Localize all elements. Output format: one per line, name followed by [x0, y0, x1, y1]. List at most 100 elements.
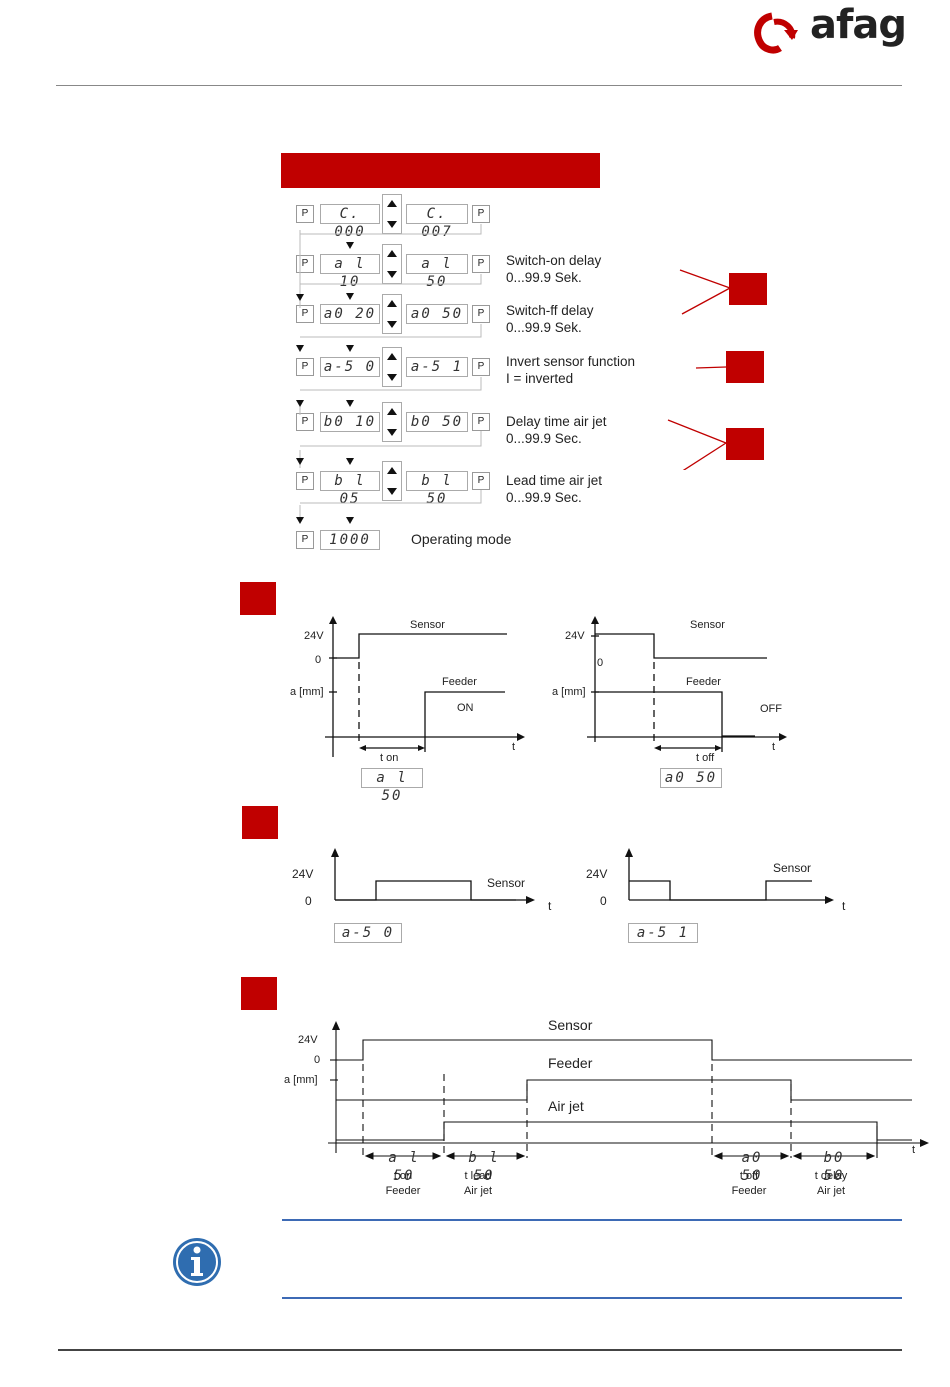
up-arrow-icon[interactable]: [387, 408, 397, 415]
t-axis-label: t: [772, 741, 776, 753]
t-axis-label: t: [912, 1144, 916, 1156]
display-left: C. 000: [320, 204, 380, 240]
info-top-line: [282, 1219, 902, 1221]
y-label-a: a [mm]: [552, 686, 586, 698]
y-label-a: a [mm]: [284, 1074, 318, 1086]
t-on-label: t on: [380, 752, 399, 764]
callout-box-2: [726, 351, 764, 383]
display-right: a-5 1: [406, 357, 468, 377]
p-key[interactable]: P: [472, 305, 490, 323]
feeder-label: Feeder: [686, 676, 721, 688]
display-a0-50: a0 50: [741, 1150, 763, 1184]
display-a0-50: a0 50: [660, 768, 722, 788]
up-down-keys[interactable]: [382, 194, 402, 234]
sensor-label: Sensor: [410, 619, 445, 631]
up-down-keys[interactable]: [382, 461, 402, 501]
y-label-24v: 24V: [586, 867, 608, 881]
up-down-keys[interactable]: [382, 294, 402, 334]
section-marker-3: [241, 977, 277, 1010]
feeder-label: Feeder: [548, 1055, 593, 1071]
down-arrow-icon[interactable]: [387, 374, 397, 381]
state-label: OFF: [760, 703, 782, 715]
display-a1-50: a l 50: [361, 768, 423, 804]
p-key[interactable]: P: [472, 413, 490, 431]
header-divider: [56, 85, 902, 86]
y-label-0: 0: [315, 654, 322, 666]
y-label-0: 0: [305, 894, 312, 908]
display-a-s-0: a-5 0: [334, 923, 402, 943]
t-off-label: t off: [696, 752, 715, 764]
down-arrow-icon[interactable]: [387, 429, 397, 436]
display-b1-50: b l 50: [468, 1150, 500, 1184]
footer-divider: [58, 1349, 902, 1351]
y-label-24v: 24V: [292, 867, 314, 881]
up-arrow-icon[interactable]: [387, 200, 397, 207]
callout-box-1: [729, 273, 767, 305]
display-left: a0 20: [320, 304, 380, 324]
t-axis-label: t: [842, 899, 846, 913]
operating-mode-label: Operating mode: [411, 531, 512, 547]
p-key[interactable]: P: [472, 255, 490, 273]
afag-logo-text: afag: [810, 2, 907, 48]
t-axis-label: t: [512, 741, 516, 753]
callout-box-3: [726, 428, 764, 460]
p-key[interactable]: P: [296, 305, 314, 323]
info-bottom-line: [282, 1297, 902, 1299]
p-key[interactable]: P: [296, 531, 314, 549]
up-arrow-icon[interactable]: [387, 467, 397, 474]
up-arrow-icon[interactable]: [387, 250, 397, 257]
sensor-label: Sensor: [690, 619, 725, 631]
up-down-keys[interactable]: [382, 244, 402, 284]
y-label-24v: 24V: [304, 630, 324, 642]
up-arrow-icon[interactable]: [387, 353, 397, 360]
display-left: a-5 0: [320, 357, 380, 377]
state-label: ON: [457, 702, 474, 714]
sensor-label: Sensor: [773, 861, 812, 875]
y-label-0: 0: [597, 657, 604, 669]
up-down-keys[interactable]: [382, 402, 402, 442]
p-key[interactable]: P: [296, 413, 314, 431]
airjet-label: Air jet: [548, 1098, 584, 1114]
y-label-0: 0: [314, 1054, 321, 1066]
display-left: b l 05: [320, 471, 380, 507]
up-arrow-icon[interactable]: [387, 300, 397, 307]
y-label-a: a [mm]: [290, 686, 324, 698]
up-down-keys[interactable]: [382, 347, 402, 387]
p-key[interactable]: P: [296, 205, 314, 223]
p-key[interactable]: P: [296, 358, 314, 376]
sensor-label: Sensor: [548, 1017, 593, 1033]
timing-diagram-invert: [331, 848, 834, 904]
display-a-s-1: a-5 1: [628, 923, 698, 943]
p-key[interactable]: P: [472, 205, 490, 223]
display-left: a l 10: [320, 254, 380, 290]
feeder-label: Feeder: [442, 676, 477, 688]
y-label-24v: 24V: [565, 630, 585, 642]
section-marker-1: [240, 582, 276, 615]
sensor-label: Sensor: [487, 876, 526, 890]
afag-logo-mark: [754, 12, 798, 54]
operating-mode-display: 1000: [320, 530, 380, 550]
section-marker-2: [242, 806, 278, 839]
down-arrow-icon[interactable]: [387, 221, 397, 228]
callout-pointers: [667, 269, 731, 470]
p-key[interactable]: P: [472, 472, 490, 490]
p-key[interactable]: P: [472, 358, 490, 376]
t-axis-label: t: [548, 899, 552, 913]
down-arrow-icon[interactable]: [387, 271, 397, 278]
down-arrow-icon[interactable]: [387, 321, 397, 328]
info-icon: [173, 1238, 221, 1286]
down-arrow-icon[interactable]: [387, 488, 397, 495]
p-key[interactable]: P: [296, 472, 314, 490]
timing-diagram-airjet: [328, 1021, 929, 1160]
display-b0-50: b0 50: [823, 1150, 845, 1184]
display-right: C. 007: [406, 204, 468, 240]
display-left: b0 10: [320, 412, 380, 432]
timing-diagram-delay: [325, 616, 787, 757]
